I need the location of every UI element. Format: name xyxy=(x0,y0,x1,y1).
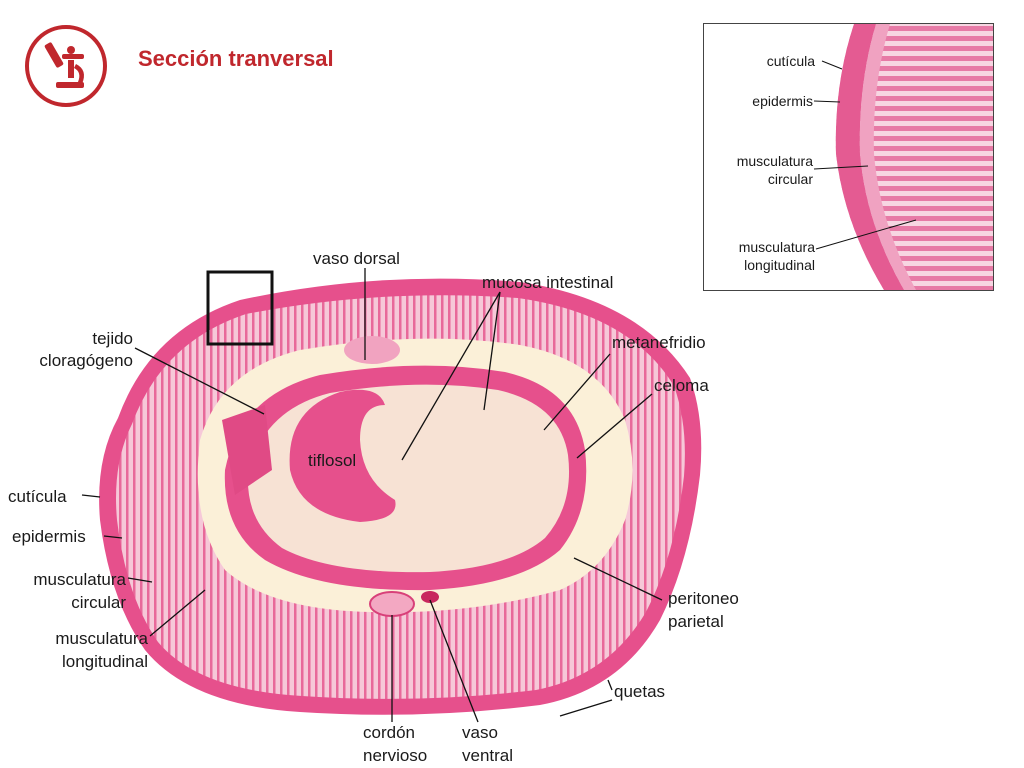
leader-lines xyxy=(81,268,663,723)
chloragogen-tissue xyxy=(222,405,272,495)
label-quetas: quetas xyxy=(614,682,666,701)
label-peritoneo-line1: peritoneo xyxy=(668,589,739,608)
label-epidermis: epidermis xyxy=(12,527,86,546)
ventral-vessel xyxy=(421,591,439,603)
label-celoma: celoma xyxy=(654,376,709,395)
label-musc-circular-line2: circular xyxy=(71,593,126,612)
typhlosole xyxy=(289,389,396,522)
inset-label-musc-long-line1: musculatura xyxy=(738,239,815,255)
label-mucosa-intestinal: mucosa intestinal xyxy=(482,273,614,292)
inset-leader-lines xyxy=(813,60,917,250)
label-peritoneo-line2: parietal xyxy=(668,612,724,631)
label-vaso-ventral-line1: vaso xyxy=(462,723,498,742)
page-title: Sección tranversal xyxy=(138,46,334,71)
label-cordon-line1: cordón xyxy=(363,723,415,742)
inset-label-musc-circular-line2: circular xyxy=(767,171,813,187)
label-cordon-line2: nervioso xyxy=(363,746,428,765)
inset-label-musc-circular-line1: musculatura xyxy=(736,153,813,169)
inset-label-musc-long-line2: longitudinal xyxy=(744,257,815,273)
microscope-logo-icon xyxy=(25,25,107,107)
label-vaso-dorsal: vaso dorsal xyxy=(313,249,400,268)
label-musc-long-line1: musculatura xyxy=(55,629,148,648)
label-vaso-ventral-line2: ventral xyxy=(462,746,514,765)
inset-label-epidermis: epidermis xyxy=(752,93,813,109)
label-tejido-line1: tejido xyxy=(92,329,133,348)
microscope-icon xyxy=(44,42,84,88)
zoom-inset-panel: cutícula epidermis musculatura circular … xyxy=(703,23,994,291)
zoom-frame xyxy=(206,270,274,346)
inset-label-cuticula: cutícula xyxy=(766,53,815,69)
nerve-cord xyxy=(369,591,415,617)
label-cuticula: cutícula xyxy=(8,487,67,506)
label-tejido-line2: cloragógeno xyxy=(39,351,133,370)
label-tiflosol: tiflosol xyxy=(308,451,357,470)
label-metanefridio: metanefridio xyxy=(612,333,706,352)
inset-micrograph xyxy=(813,24,993,290)
label-musc-long-line2: longitudinal xyxy=(61,652,148,671)
dorsal-vessel xyxy=(344,336,400,364)
label-musc-circular-line1: musculatura xyxy=(33,570,126,589)
